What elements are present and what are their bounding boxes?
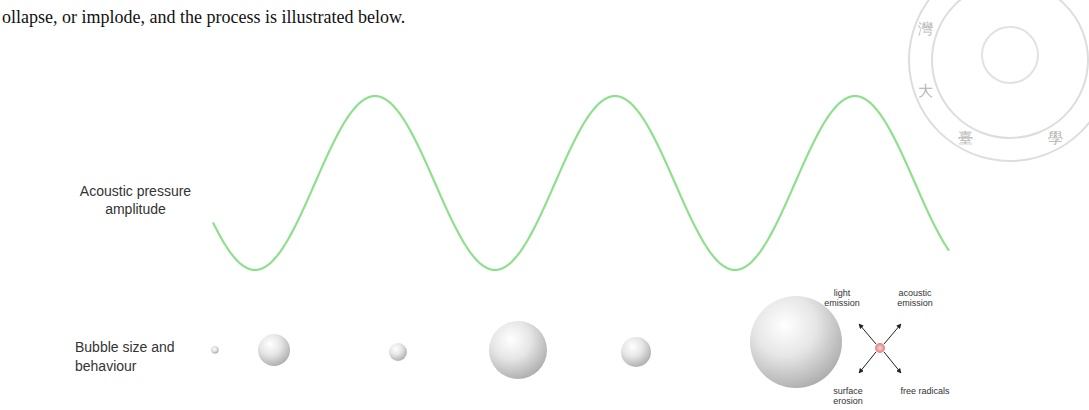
collapse-burst — [859, 324, 901, 373]
seal-watermark — [909, 0, 1089, 161]
bubble — [258, 334, 290, 366]
bubble — [750, 296, 842, 388]
seal-emblem — [982, 27, 1038, 83]
effect-label: free radicals — [900, 386, 950, 396]
bubble — [621, 337, 651, 367]
seal-ring — [909, 0, 1089, 161]
bubble — [212, 347, 219, 354]
watermark-char: 臺 — [956, 129, 974, 147]
seal-ring — [932, 0, 1088, 138]
watermark-char: 大 — [916, 82, 934, 100]
watermark-char: 學 — [1046, 129, 1064, 147]
bubble — [389, 343, 407, 361]
row-label: Bubble size and behaviour — [75, 338, 175, 376]
collapse-point — [875, 343, 885, 353]
burst-arrow — [859, 324, 876, 344]
burst-arrow — [884, 352, 901, 373]
effect-label: light emission — [817, 288, 867, 308]
bubbles — [212, 296, 843, 388]
row-label: Acoustic pressure amplitude — [68, 182, 203, 218]
pressure-wave — [213, 96, 949, 270]
body-text: ollapse, or implode, and the process is … — [2, 6, 702, 28]
burst-arrow — [884, 324, 901, 344]
watermark-char: 灣 — [916, 20, 934, 38]
effect-label: acoustic emission — [890, 288, 940, 308]
bubble — [489, 321, 547, 379]
effect-label: surface erosion — [823, 386, 873, 406]
burst-arrow — [859, 352, 876, 373]
